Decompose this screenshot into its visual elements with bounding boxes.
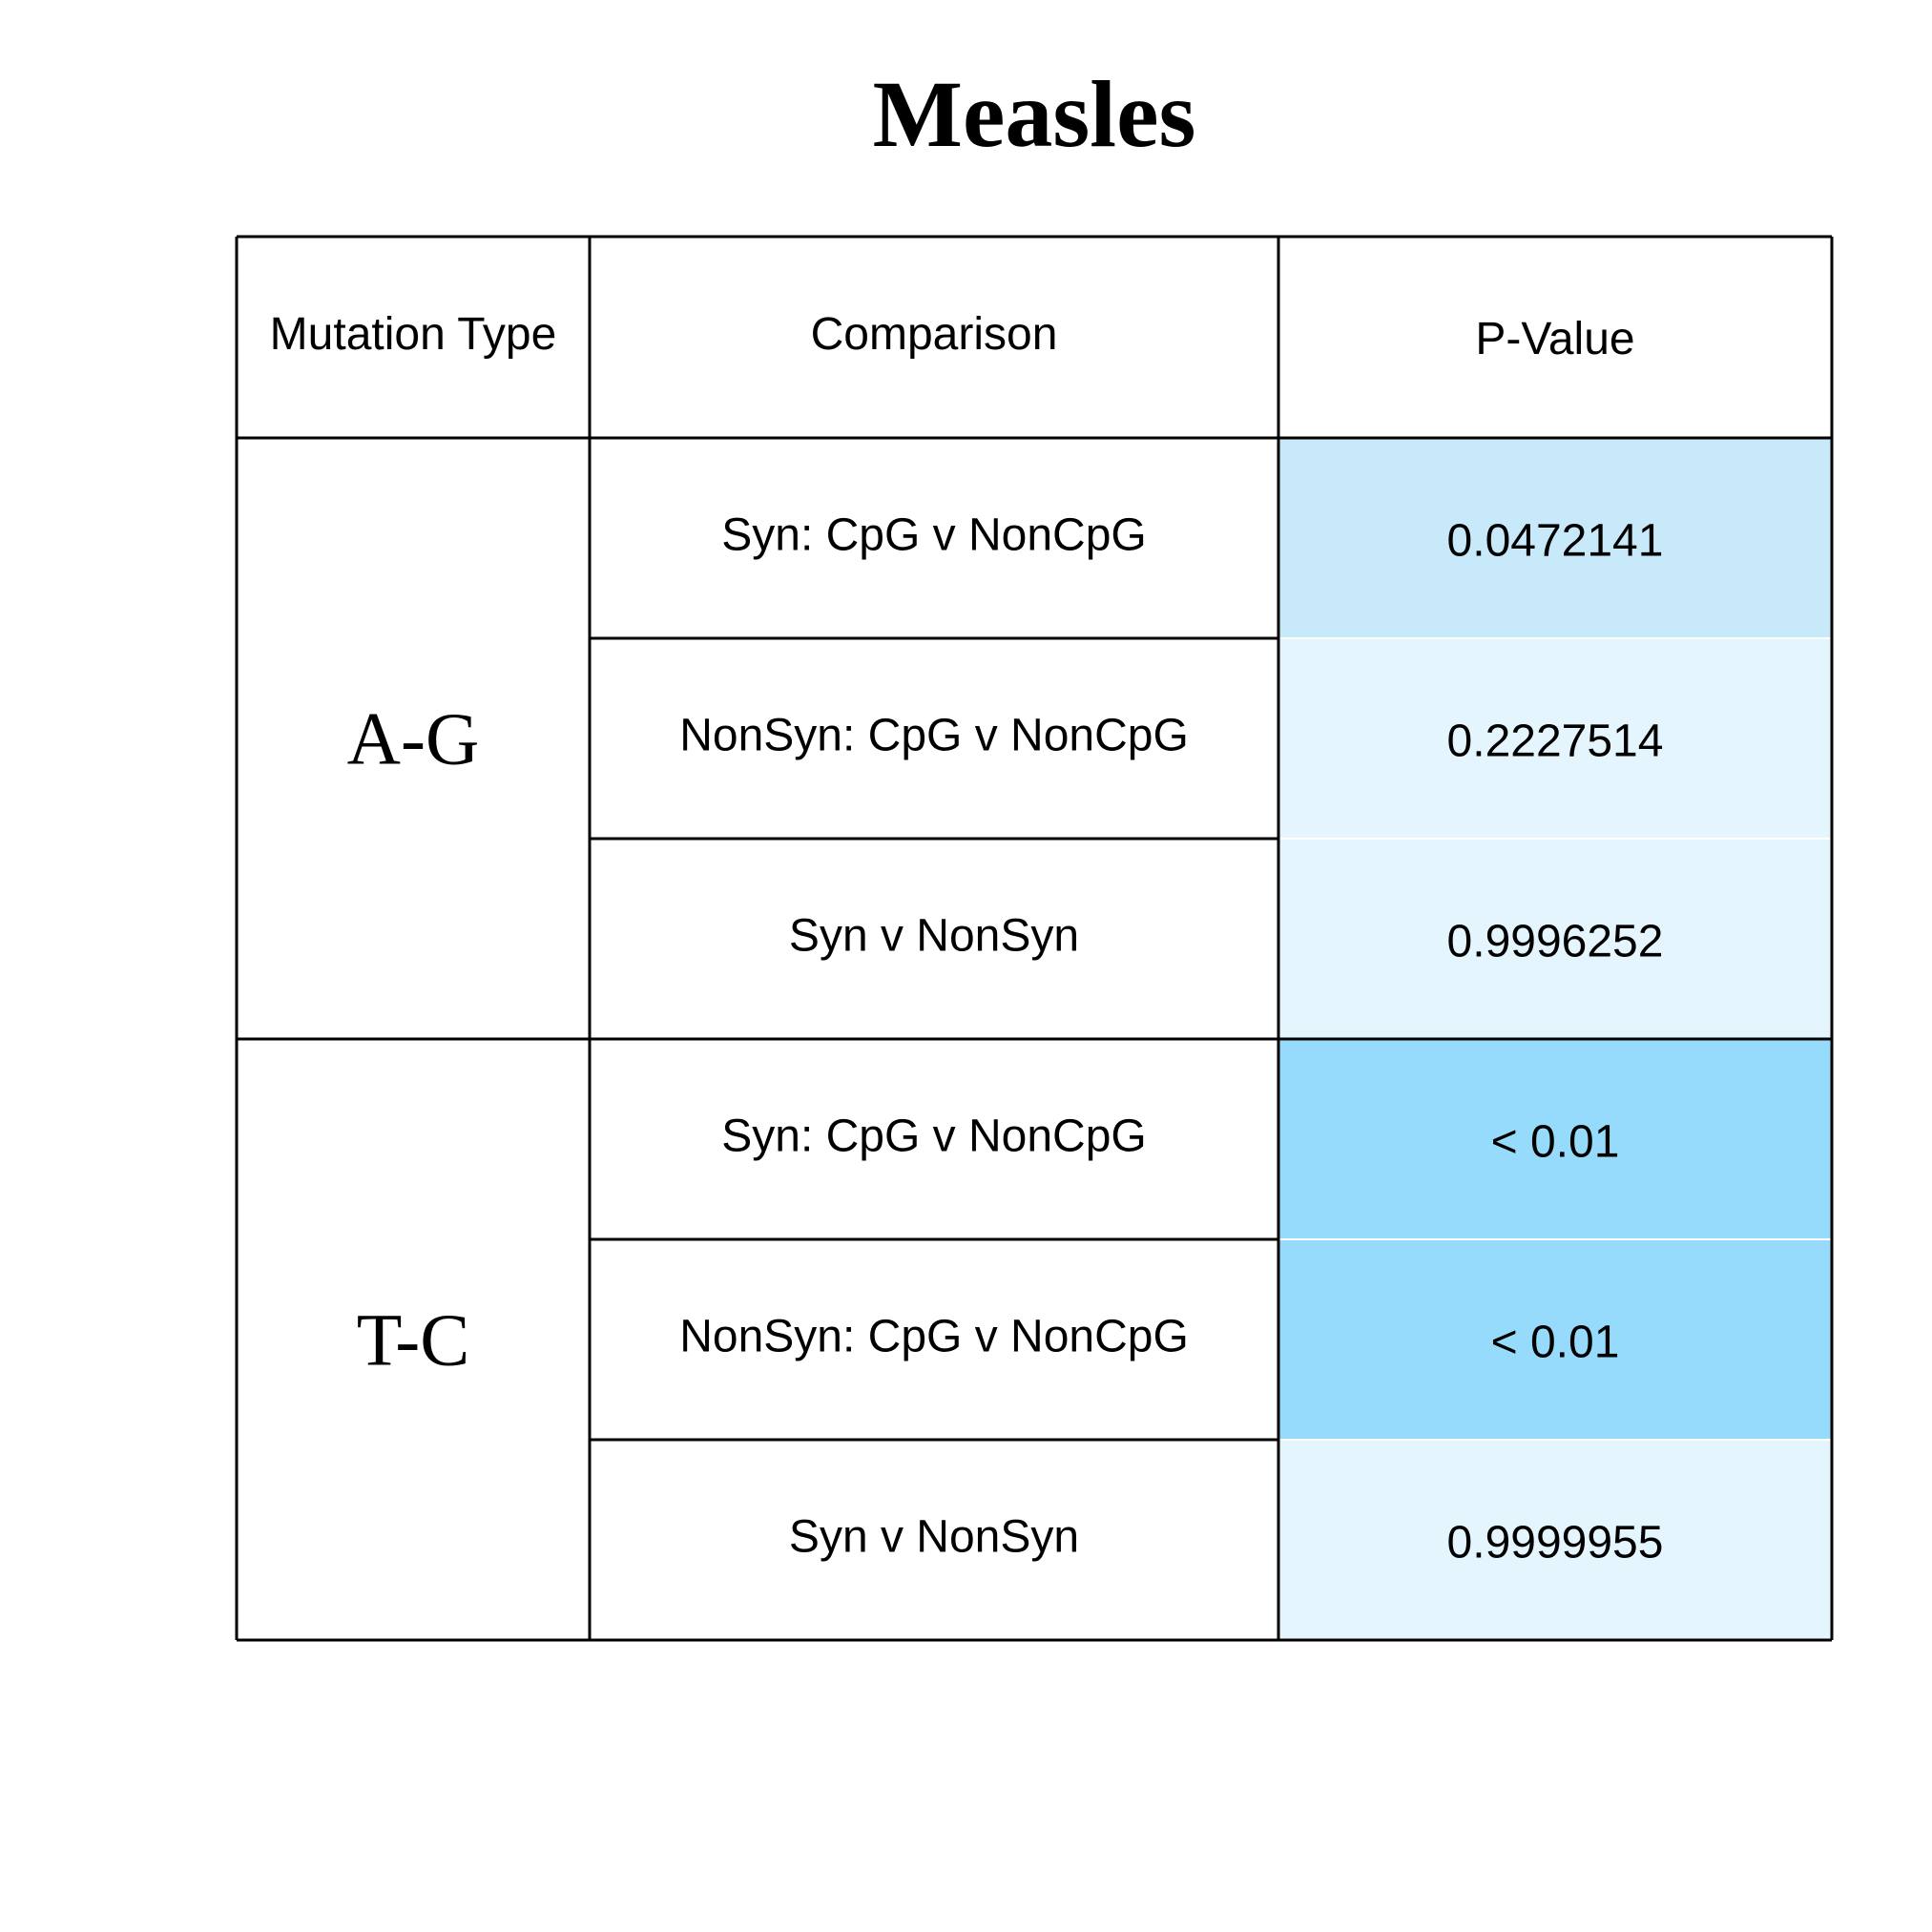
comparison-cell: NonSyn: CpG v NonCpG (679, 711, 1189, 761)
p-value-cell: 0.0472141 (1447, 516, 1664, 567)
header-mutation-type: Mutation Type (270, 309, 557, 360)
chart-title: Measles (872, 61, 1196, 167)
table-grid (235, 235, 1834, 1642)
comparison-cell: Syn: CpG v NonCpG (721, 1111, 1147, 1162)
p-value-cell-fill (1278, 1040, 1832, 1238)
comparison-cell: Syn v NonSyn (789, 911, 1079, 962)
p-value-cell: 0.9996252 (1447, 917, 1664, 967)
header-comparison: Comparison (811, 309, 1058, 360)
p-value-cell-fill (1278, 1240, 1832, 1439)
p-value-cell-fill (1278, 439, 1832, 637)
p-value-cell: 0.9999955 (1447, 1518, 1664, 1568)
p-value-cell: < 0.01 (1491, 1117, 1620, 1168)
p-value-cell-fill (1278, 1441, 1832, 1639)
mutation-type-cell: A-G (347, 697, 480, 780)
p-value-cell: 0.2227514 (1447, 717, 1664, 767)
p-value-cell-fill (1278, 840, 1832, 1038)
p-value-cell-fill (1278, 639, 1832, 838)
p-value-cell: < 0.01 (1491, 1318, 1620, 1368)
comparison-cell: NonSyn: CpG v NonCpG (679, 1312, 1189, 1362)
header-p-value: P-Value (1475, 314, 1634, 364)
comparison-cell: Syn: CpG v NonCpG (721, 510, 1147, 561)
mutation-type-cell: T-C (357, 1298, 470, 1381)
comparison-cell: Syn v NonSyn (789, 1512, 1079, 1563)
p-value-fills (1278, 439, 1832, 1639)
